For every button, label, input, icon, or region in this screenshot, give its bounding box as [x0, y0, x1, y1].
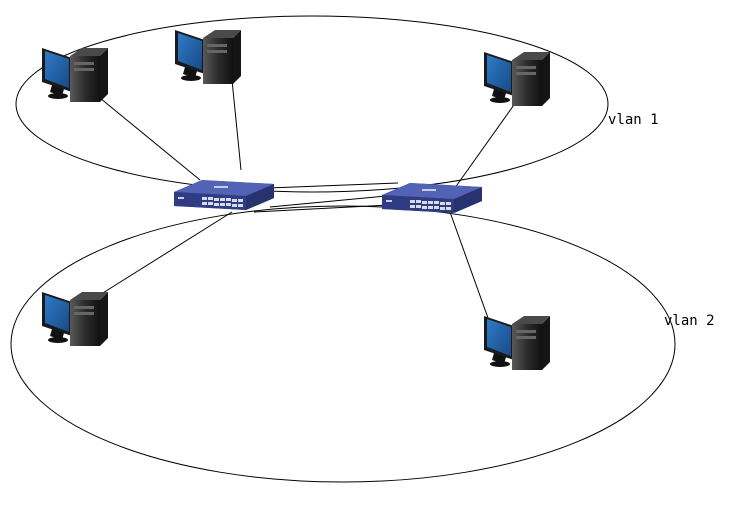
- link-pc3-switch2: [451, 101, 517, 193]
- switch-right-icon: [382, 183, 482, 213]
- computer-vlan1-b-icon: [175, 30, 241, 84]
- link-pc5-switch2: [449, 211, 489, 319]
- link-pc1-switch1: [99, 97, 201, 181]
- computer-vlan1-c-icon: [484, 52, 550, 106]
- computer-vlan2-b-icon: [484, 316, 550, 370]
- vlan2-label: vlan 2: [664, 313, 715, 329]
- computer-vlan2-a-icon: [42, 292, 108, 346]
- link-switch1-switch2-b: [269, 195, 387, 208]
- vlan1-label: vlan 1: [608, 112, 659, 128]
- vlan2-boundary: [10, 205, 676, 483]
- link-pc4-switch1: [97, 211, 233, 297]
- link-pc2-switch1: [231, 79, 242, 171]
- link-switch1-switch2-a: [267, 182, 399, 189]
- vlan1-boundary: [15, 15, 609, 193]
- cable-links: [97, 79, 517, 319]
- computer-vlan1-a-icon: [42, 48, 108, 102]
